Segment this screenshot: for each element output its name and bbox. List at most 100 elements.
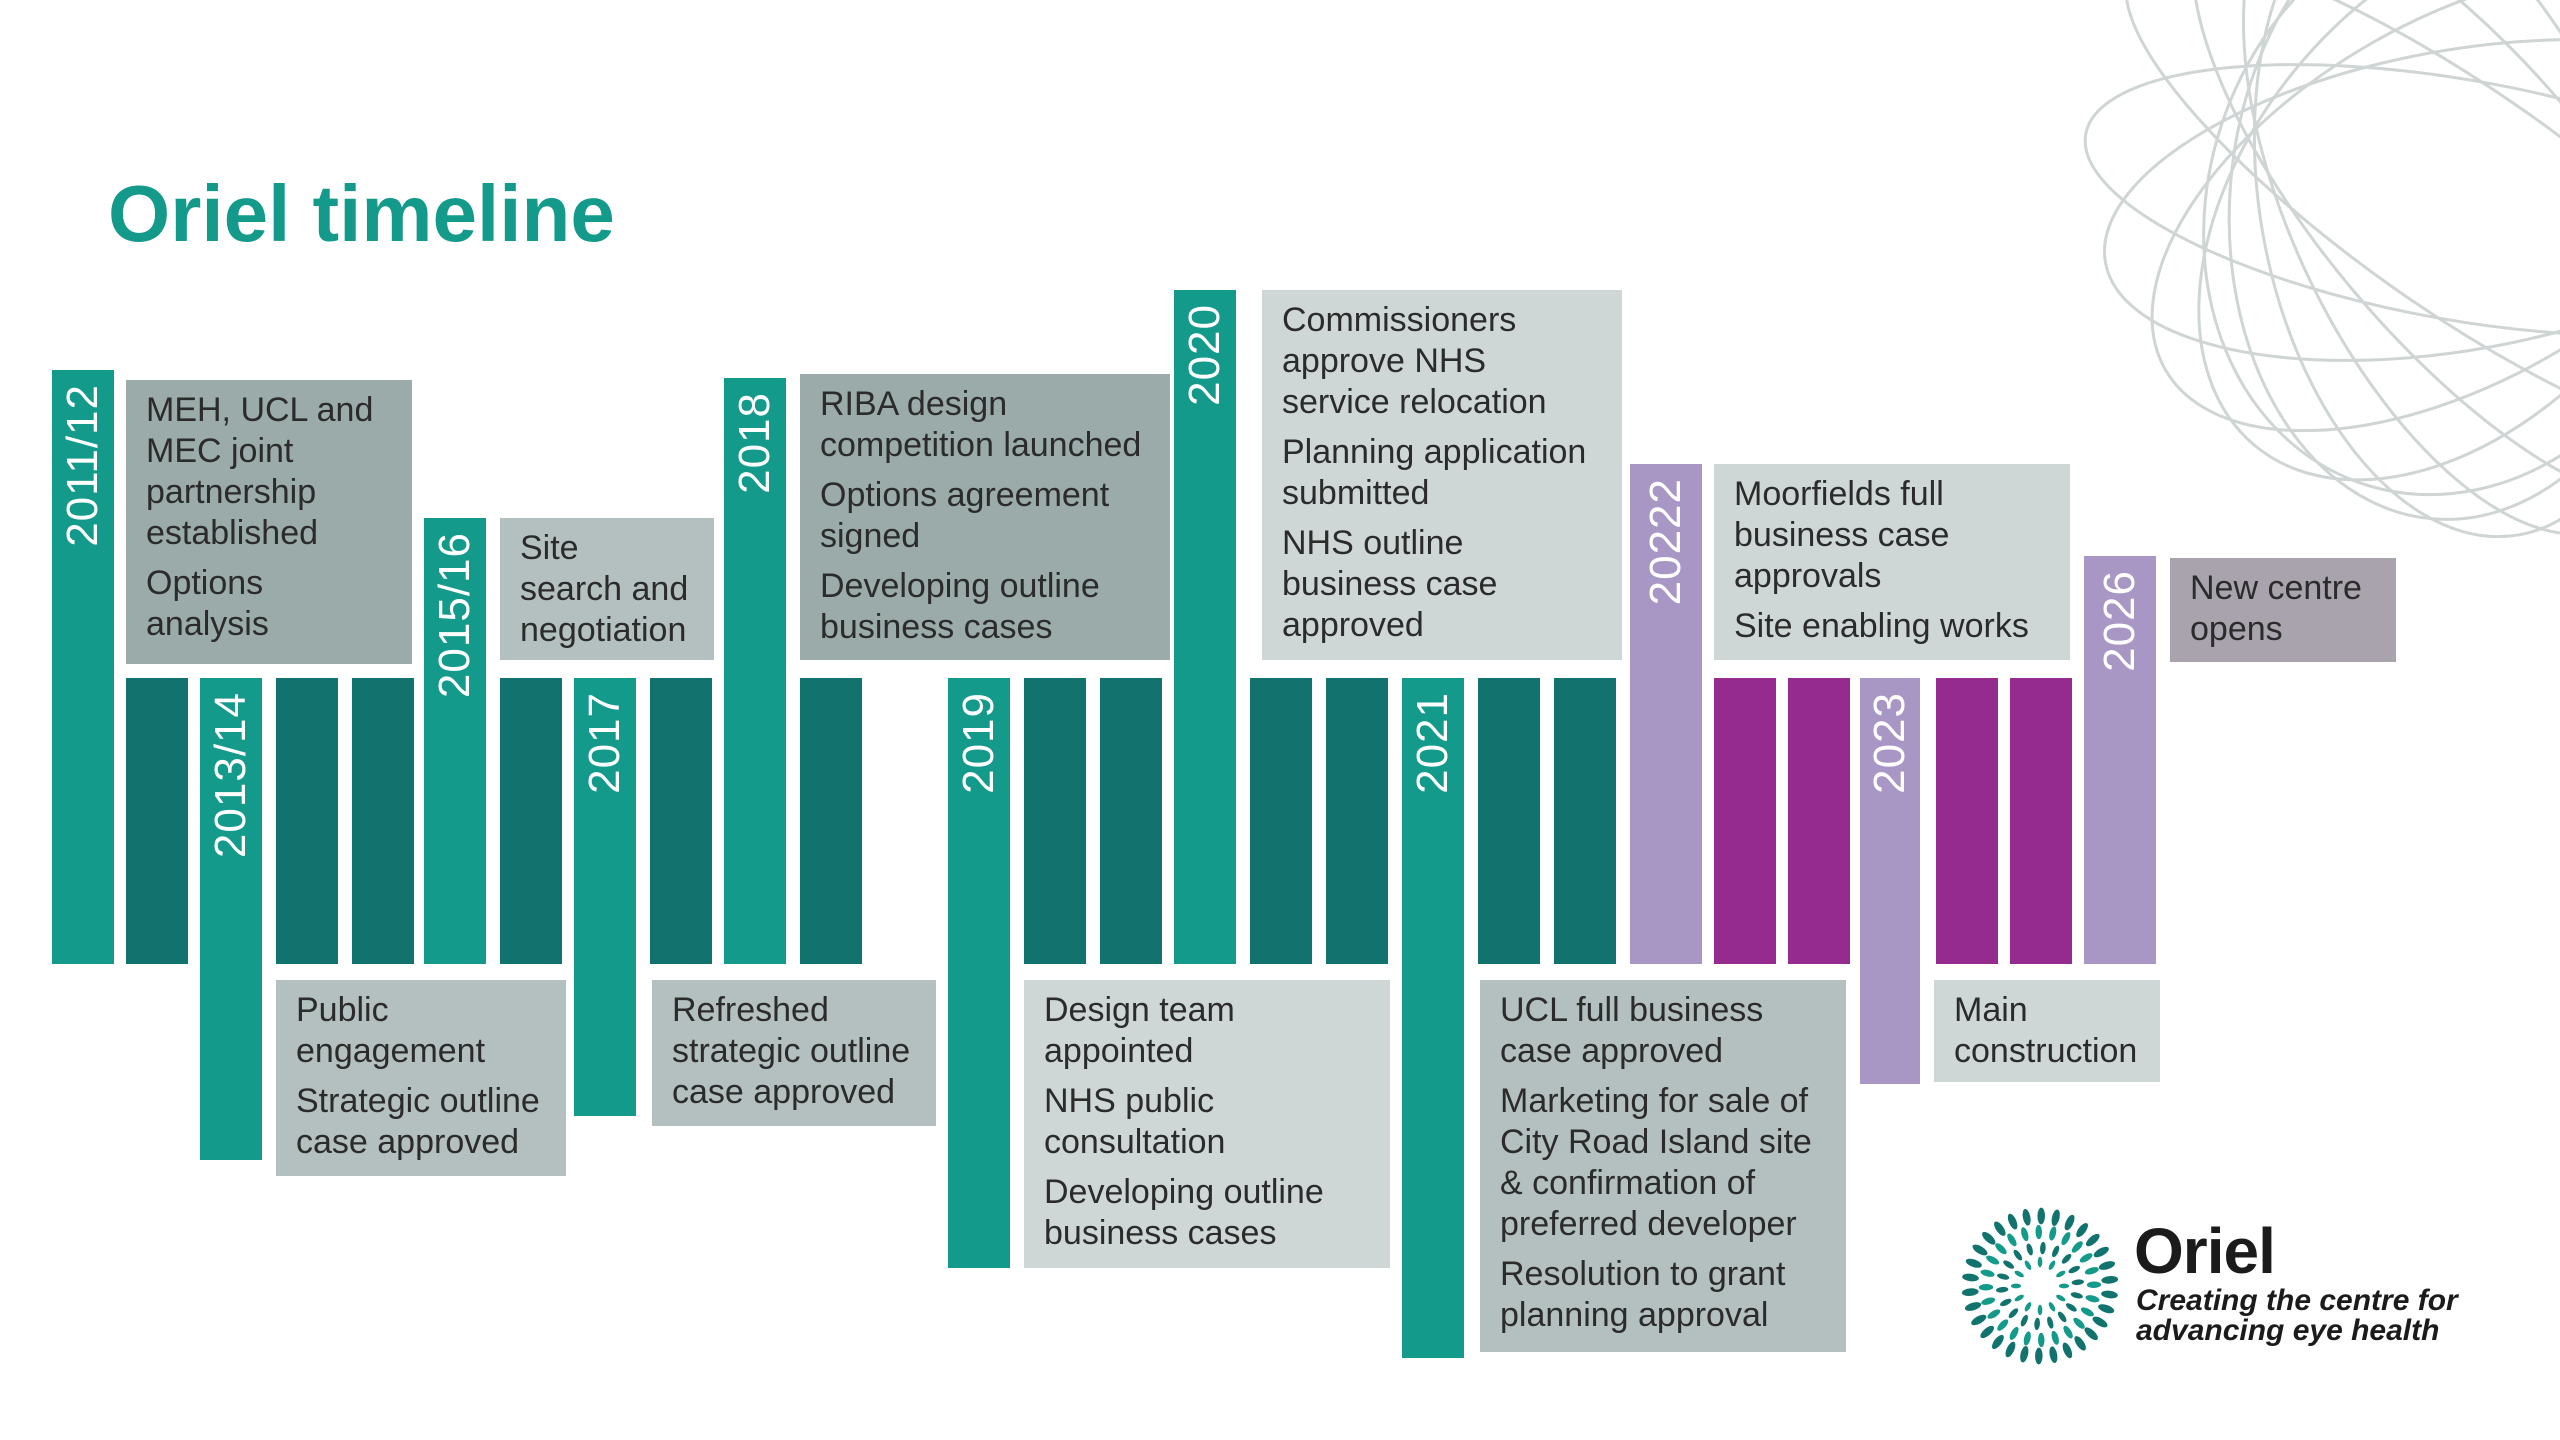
sunburst-petal [2076,1222,2088,1238]
milestone-line: preferred developer [1500,1205,1797,1243]
sunburst-petal [1978,1284,1994,1291]
sunburst-petal [2056,1294,2066,1302]
milestone-line: Planning application [1282,433,1587,471]
sunburst-petal [2048,1260,2056,1270]
sunburst-petal [2058,1283,2070,1289]
timeline-bar [1100,678,1162,964]
milestone-line: business case [1282,565,1498,603]
timeline-bar [1250,678,1312,964]
milestone-line: case approved [1500,1032,1724,1070]
year-label: 2020 [1180,304,1229,406]
milestone-line: New centre [2190,569,2362,607]
sunburst-petal [1961,1288,1979,1296]
sunburst-petal [1994,1221,2006,1236]
sunburst-petal [2037,1304,2043,1316]
sunburst-petal [2066,1303,2077,1312]
sunburst-petal [2092,1316,2108,1328]
sunburst-petal [2051,1209,2060,1227]
milestone-line: case approved [672,1073,896,1111]
sunburst-petal [2051,1330,2059,1345]
milestone-line: approve NHS [1282,342,1487,380]
oriel-sunburst-icon [1961,1207,2119,1365]
sunburst-petal [2057,1311,2067,1323]
milestone-line: partnership [146,473,317,511]
milestone-line: Commissioners [1282,301,1517,339]
year-marker: 2013/14 [200,678,262,1160]
milestone-line: UCL full business [1500,991,1764,1029]
timeline-bar [1788,678,1850,964]
milestone-line: case approved [296,1123,520,1161]
milestone-line: approved [1282,606,1424,644]
wire-mesh-graphic-icon [2083,0,2560,539]
sunburst-petal [2047,1316,2054,1329]
milestone-line: analysis [146,605,269,643]
milestone-line: negotiation [520,611,687,649]
sunburst-petal [2035,1347,2043,1365]
year-label: 2023 [1865,692,1914,794]
year-marker: 2015/16 [424,518,486,964]
milestone-line: established [146,514,319,552]
year-label: 2018 [730,392,779,494]
year-marker: 2011/12 [52,370,114,964]
sunburst-petal [2000,1298,2012,1307]
timeline-bar [352,678,414,964]
milestone-line: Resolution to grant [1500,1255,1786,1293]
sunburst-petal [2061,1232,2071,1246]
milestone-line: Site [520,529,579,567]
timeline-bar [2010,678,2072,964]
sunburst-petal [1992,1334,2004,1350]
sunburst-petal [1986,1255,2000,1265]
timeline-bar [1714,678,1776,964]
sunburst-petal [2079,1253,2093,1263]
brand-tagline-line: Creating the centre for [2136,1284,2458,1317]
sunburst-petal [1997,1319,2009,1331]
sunburst-petal [2048,1302,2056,1312]
milestone-line: RIBA design [820,385,1008,423]
sunburst-petal [2026,1243,2033,1256]
year-label: 2015/16 [430,532,479,699]
sunburst-petal [2049,1346,2058,1363]
sunburst-petal [1972,1244,1988,1256]
sunburst-petal [2007,1213,2018,1230]
milestone-line: MEC joint [146,432,294,470]
sunburst-petal [2093,1246,2109,1258]
sunburst-petal [2038,1332,2045,1348]
sunburst-petal [2061,1253,2072,1264]
sunburst-petal [2037,1256,2043,1268]
milestone-line: signed [820,517,921,555]
sunburst-petal [1980,1325,1994,1339]
timeline-bar [1024,678,1086,964]
year-marker: 2018 [724,378,786,964]
milestone-line: engagement [296,1032,486,1070]
sunburst-petal [2024,1260,2032,1270]
milestone-line: City Road Island site [1500,1123,1812,1161]
milestone-line: opens [2190,610,2283,648]
brand-name: Oriel [2134,1215,2276,1287]
year-label: 2021 [1408,692,1457,794]
sunburst-petal [2098,1304,2115,1314]
sunburst-petal [2049,1226,2057,1241]
milestone-line: NHS public [1044,1082,1215,1120]
sunburst-petal [2024,1302,2032,1312]
milestone-line: Public [296,991,389,1029]
timeline-bar [500,678,562,964]
milestone-line: NHS outline [1282,524,1464,562]
milestone-line: Options [146,564,264,602]
year-marker: 2017 [574,678,636,1116]
